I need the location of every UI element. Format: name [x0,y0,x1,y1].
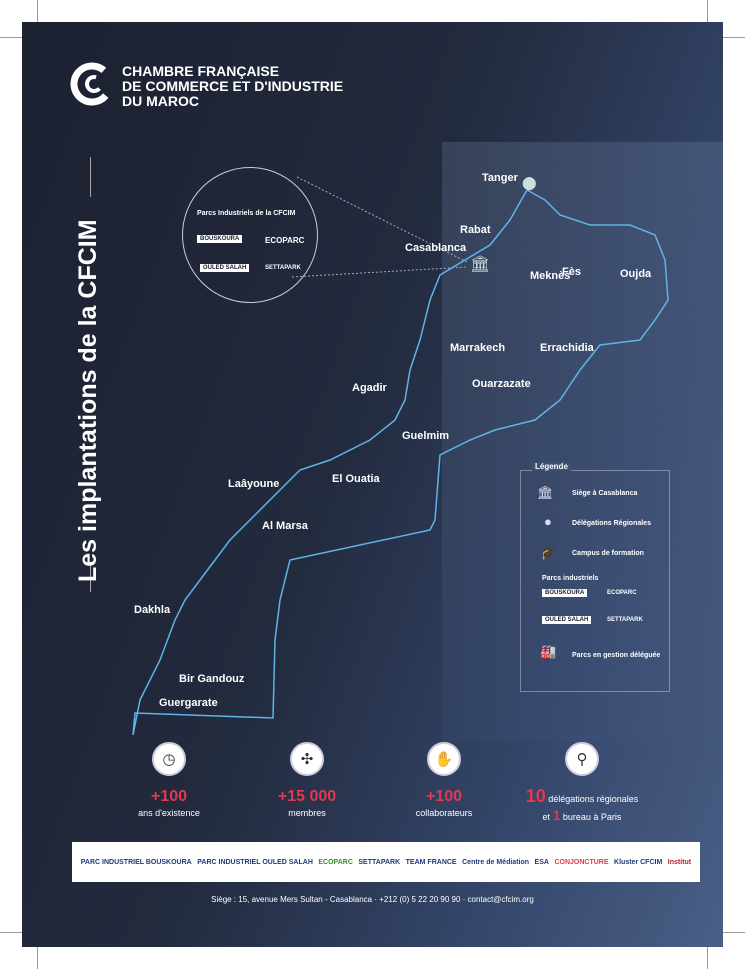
divider [90,157,91,197]
park-logo-ouled-salah: OULED SALAH [200,264,250,272]
divider [90,562,91,592]
stat-years: ◷ +100 ans d'existence [99,742,239,818]
cfcim-logo-icon [70,62,114,106]
stat-label: et [542,812,551,822]
city-label: Ouarzazate [472,378,531,390]
partner-logo: CONJONCTURE [554,858,609,866]
city-label: El Ouatia [332,473,380,485]
partner-logo: Institut [667,858,692,866]
location-pin-icon: ● [544,514,552,529]
map-outline [132,189,669,736]
city-label: Casablanca [405,242,467,254]
org-name: CHAMBRE FRANÇAISE DE COMMERCE ET D'INDUS… [122,64,343,109]
city-label: Al Marsa [262,520,308,532]
team-icon: ✋ [427,742,461,776]
clock-icon: ◷ [152,742,186,776]
legend-box [520,470,670,692]
network-icon: ✣ [290,742,324,776]
org-line: DE COMMERCE ET D'INDUSTRIE [122,78,344,94]
partner-logo: ECOPARC [318,858,353,866]
city-label: Agadir [352,382,387,394]
industrial-parks-inset [182,167,318,303]
stat-label: délégations régionales [548,794,639,804]
partner-logo: ESA [534,858,549,866]
partner-logos-bar: PARC INDUSTRIEL BOUSKOURA PARC INDUSTRIE… [72,842,700,882]
city-label: Rabat [460,224,491,236]
legend-title: Légende [532,462,571,471]
stat-value: 1 [552,807,561,823]
headquarters-icon: 🏛 [470,256,491,273]
city-label: Fès [562,266,581,278]
legend-item: Campus de formation [572,550,644,557]
location-pin-icon: ⬤ [522,175,537,190]
park-logo-ecoparc: ECOPARC [265,236,305,245]
stat-delegations: ⚲ 10 délégations régionales et 1 bureau … [512,742,652,823]
city-label: Marrakech [450,342,506,354]
legend-subtitle: Parcs industriels [542,575,599,582]
stat-label: ans d'existence [138,808,200,818]
org-line: DU MAROC [122,93,199,109]
background-building-photo [442,142,723,742]
stat-label: collaborateurs [415,808,473,818]
legend-item: Siège à Casablanca [572,490,638,497]
city-label: Tanger [482,172,518,184]
partner-logo: TEAM FRANCE [405,858,457,866]
park-logo-settapark: SETTAPARK [607,617,643,623]
city-label: Errachidia [540,342,594,354]
partner-logo: PARC INDUSTRIEL OULED SALAH [197,858,313,866]
city-label: Guergarate [159,697,218,709]
stat-value: +100 [425,788,463,805]
stat-label: bureau à Paris [562,812,622,822]
graduation-cap-icon: 🎓 [540,545,557,560]
org-line: CHAMBRE FRANÇAISE [122,63,280,79]
stat-label: membres [288,808,326,818]
stat-value: +100 [150,788,188,805]
partner-logo: Centre de Médiation [462,858,530,866]
stat-value: +15 000 [277,788,337,805]
city-label: Bir Gandouz [179,673,245,685]
park-logo-bouskoura: BOUSKOURA [542,589,588,597]
headquarters-icon: 🏛 [537,485,554,500]
park-logo-ouled-salah: OULED SALAH [542,616,592,624]
stat-staff: ✋ +100 collaborateurs [374,742,514,818]
industrial-park-icon: 🏭 [540,644,557,659]
park-logo-settapark: SETTAPARK [265,265,301,271]
city-label: Meknès [530,270,571,282]
partner-logo: Kluster CFCIM [614,858,663,866]
stat-members: ✣ +15 000 membres [237,742,377,818]
city-label: Guelmim [402,430,450,442]
city-label: Oujda [620,268,652,280]
city-label: Dakhla [134,604,171,616]
park-logo-ecoparc: ECOPARC [607,590,637,596]
legend-item: Parcs en gestion déléguée [572,652,661,659]
morocco-map [132,176,669,736]
stat-value: 10 [525,786,546,806]
legend-item: Délégations Régionales [572,520,651,527]
poster: CHAMBRE FRANÇAISE DE COMMERCE ET D'INDUS… [22,22,723,947]
park-logo-bouskoura: BOUSKOURA [197,235,243,243]
partner-logo: PARC INDUSTRIEL BOUSKOURA [80,858,192,866]
map-pin-icon: ⚲ [565,742,599,776]
partner-logo: SETTAPARK [358,858,401,866]
inset-title: Parcs Industriels de la CFCIM [197,210,296,217]
footer-contact: Siège : 15, avenue Mers Sultan - Casabla… [211,895,534,904]
city-label: Laâyoune [228,478,280,490]
